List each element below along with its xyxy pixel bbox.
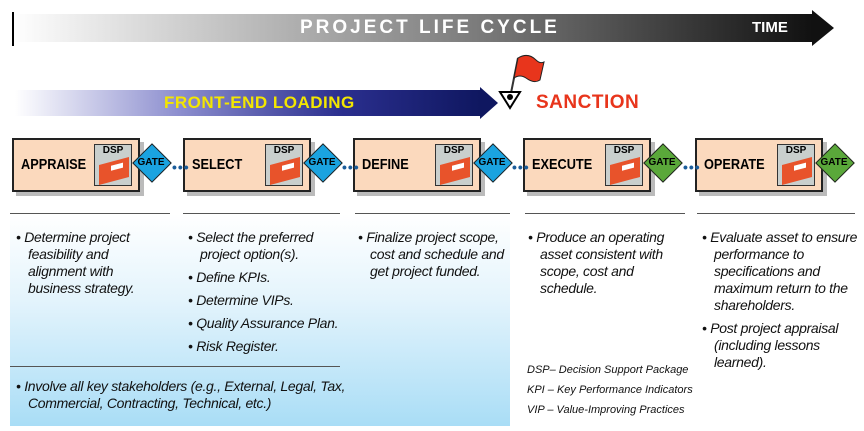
dsp-label: DSP xyxy=(102,145,124,156)
phase-appraise: APPRAISE DSP xyxy=(12,138,140,192)
divider xyxy=(697,213,855,214)
list-item: Risk Register. xyxy=(188,338,348,355)
dsp-label: DSP xyxy=(443,145,465,156)
connector-dots: ••• xyxy=(342,159,360,175)
dsp-book-icon: DSP xyxy=(265,144,303,186)
divider xyxy=(10,213,170,214)
gate-label: GATE xyxy=(648,157,676,168)
divider xyxy=(355,213,510,214)
define-bullets: Finalize project scope, cost and schedul… xyxy=(358,229,506,286)
front-end-loading-label: FRONT-END LOADING xyxy=(164,93,355,112)
list-item: Finalize project scope, cost and schedul… xyxy=(358,229,506,280)
gate-label: GATE xyxy=(137,157,165,168)
connector-dots: ••• xyxy=(683,159,701,175)
time-label: TIME xyxy=(752,19,788,36)
phase-execute: EXECUTE DSP xyxy=(523,138,651,192)
front-end-loading-arrow xyxy=(15,87,498,119)
phase-title: SELECT xyxy=(192,156,243,173)
dsp-label: DSP xyxy=(613,145,635,156)
dsp-book-icon: DSP xyxy=(94,144,132,186)
appraise-bullets: Determine project feasibility and alignm… xyxy=(16,229,166,303)
divider xyxy=(10,366,340,367)
gate-label: GATE xyxy=(820,157,848,168)
list-item: Produce an operating asset consistent wi… xyxy=(528,229,678,297)
life-cycle-arrow xyxy=(12,10,834,46)
dsp-label: DSP xyxy=(785,145,807,156)
legend-dsp: DSP– Decision Support Package xyxy=(527,364,689,376)
phase-title: OPERATE xyxy=(704,156,765,173)
dsp-book-icon: DSP xyxy=(435,144,473,186)
phase-title: DEFINE xyxy=(362,156,409,173)
list-item: Involve all key stakeholders (e.g., Exte… xyxy=(16,378,376,412)
phase-select: SELECT DSP xyxy=(183,138,311,192)
connector-dots: ••• xyxy=(172,159,190,175)
connector-dots: ••• xyxy=(512,159,530,175)
divider xyxy=(525,213,685,214)
dsp-book-icon: DSP xyxy=(605,144,643,186)
list-item: Select the preferred project option(s). xyxy=(188,229,348,263)
list-item: Post project appraisal (including lesson… xyxy=(702,320,860,371)
list-item: Evaluate asset to ensure performance to … xyxy=(702,229,860,314)
legend-vip: VIP – Value-Improving Practices xyxy=(527,404,685,416)
select-bullets: Select the preferred project option(s). … xyxy=(188,229,348,361)
list-item: Quality Assurance Plan. xyxy=(188,315,348,332)
start-bar xyxy=(12,12,14,46)
list-item: Determine VIPs. xyxy=(188,292,348,309)
list-item: Define KPIs. xyxy=(188,269,348,286)
execute-bullets: Produce an operating asset consistent wi… xyxy=(528,229,678,303)
dsp-book-icon: DSP xyxy=(777,144,815,186)
list-item: Determine project feasibility and alignm… xyxy=(16,229,166,297)
life-cycle-title: PROJECT LIFE CYCLE xyxy=(300,17,560,38)
shared-bullets: Involve all key stakeholders (e.g., Exte… xyxy=(16,378,376,418)
divider xyxy=(183,213,340,214)
sanction-flag-icon xyxy=(498,54,545,110)
phase-define: DEFINE DSP xyxy=(353,138,481,192)
gate-label: GATE xyxy=(478,157,506,168)
phase-title: APPRAISE xyxy=(21,156,87,173)
dsp-label: DSP xyxy=(273,145,295,156)
legend-kpi: KPI – Key Performance Indicators xyxy=(527,384,693,396)
gate-label: GATE xyxy=(308,157,336,168)
phase-title: EXECUTE xyxy=(532,156,593,173)
phase-operate: OPERATE DSP xyxy=(695,138,823,192)
sanction-label: SANCTION xyxy=(536,92,640,113)
operate-bullets: Evaluate asset to ensure performance to … xyxy=(702,229,860,377)
